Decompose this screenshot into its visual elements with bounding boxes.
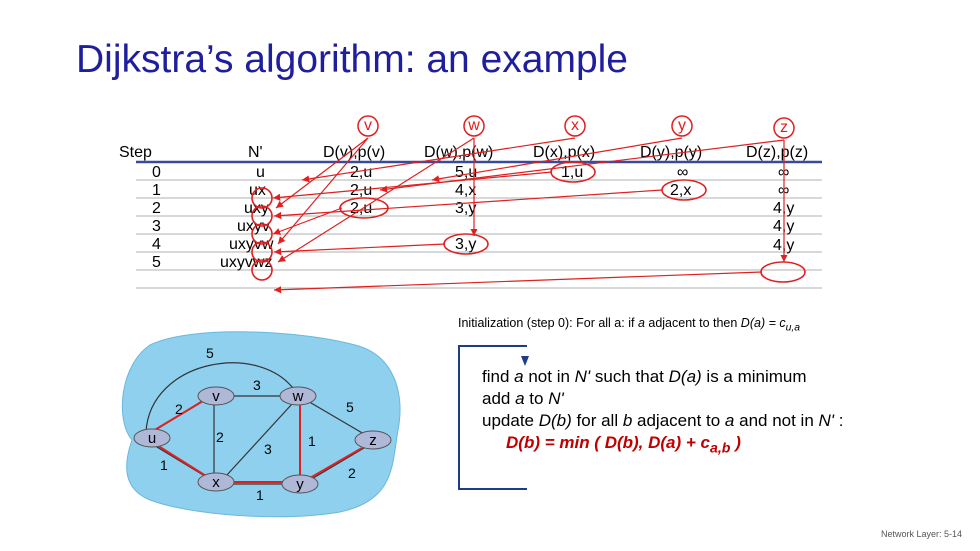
- svg-text:5: 5: [206, 345, 214, 361]
- svg-text:∞: ∞: [677, 164, 688, 181]
- header-dv: D(v),p(v): [323, 144, 385, 161]
- algo-line-update: update D(b) for all b adjacent to a and …: [482, 411, 844, 430]
- svg-text:w: w: [292, 388, 304, 405]
- header-dy: D(y),p(y): [640, 144, 702, 161]
- arrows: [272, 137, 788, 294]
- svg-text:1: 1: [152, 182, 161, 199]
- svg-text:3: 3: [253, 377, 261, 393]
- svg-text:uxyvw: uxyvw: [229, 236, 274, 253]
- edge-costs: 5 2 3 2 3 5 1 1 1 2: [160, 345, 356, 503]
- svg-text:4,x: 4,x: [455, 182, 476, 199]
- svg-text:3,y: 3,y: [455, 236, 476, 253]
- node-z: z: [354, 430, 392, 450]
- svg-text:1: 1: [308, 433, 316, 449]
- svg-text:5: 5: [152, 254, 161, 271]
- page-title: Dijkstra’s algorithm: an example: [76, 38, 628, 81]
- node-v: v: [197, 386, 235, 406]
- svg-text:v: v: [212, 388, 220, 405]
- loop-arrowhead: [521, 356, 529, 366]
- algo-line-find: find a not in N' such that D(a) is a min…: [482, 367, 807, 386]
- svg-text:uxyvwz: uxyvwz: [220, 254, 272, 271]
- svg-text:2,u: 2,u: [350, 164, 372, 181]
- svg-text:y: y: [296, 476, 304, 493]
- svg-text:1: 1: [160, 457, 168, 473]
- algo-line-formula: D(b) = min ( D(b), D(a) + ca,b ): [506, 433, 741, 457]
- node-u: u: [133, 428, 171, 448]
- svg-text:3: 3: [264, 441, 272, 457]
- svg-text:2,u: 2,u: [350, 182, 372, 199]
- algo-line-add: add a to N': [482, 389, 564, 408]
- header-circle-y: y: [671, 115, 693, 137]
- node-w: w: [279, 386, 317, 406]
- header-circle-w: w: [463, 115, 485, 137]
- svg-text:2: 2: [348, 465, 356, 481]
- header-circle-v: v: [357, 115, 379, 137]
- table-row: 5 uxyvwz: [152, 254, 272, 271]
- svg-text:w: w: [467, 117, 480, 134]
- svg-text:2,x: 2,x: [670, 182, 691, 199]
- svg-text:uxyv: uxyv: [237, 218, 270, 235]
- table-row: 3 uxyv 3,y 4,y: [152, 218, 794, 253]
- svg-text:1: 1: [256, 487, 264, 503]
- node-x: x: [197, 472, 235, 492]
- header-dz: D(z),p(z): [746, 144, 808, 161]
- shortest-path: [147, 397, 363, 483]
- node-y: y: [281, 474, 319, 494]
- initialization-text: Initialization (step 0): For all a: if a…: [458, 316, 801, 334]
- svg-text:u: u: [148, 430, 156, 447]
- svg-text:z: z: [369, 432, 377, 449]
- header-nprime: N': [248, 144, 263, 161]
- svg-text:x: x: [571, 117, 579, 134]
- svg-text:5: 5: [346, 399, 354, 415]
- header-dx: D(x),p(x): [533, 144, 595, 161]
- row-lines: [136, 179, 822, 289]
- svg-text:2: 2: [216, 429, 224, 445]
- header-dw: D(w),p(w): [424, 144, 493, 161]
- svg-text:y: y: [678, 117, 686, 134]
- svg-text:2: 2: [152, 200, 161, 217]
- svg-text:u: u: [256, 164, 265, 181]
- svg-text:3,y: 3,y: [455, 200, 476, 217]
- loop-bracket: [458, 345, 527, 490]
- header-circle-x: x: [564, 115, 586, 137]
- footer-page-label: Network Layer: 5-14: [880, 529, 962, 539]
- svg-text:4: 4: [152, 236, 161, 253]
- svg-text:z: z: [780, 119, 788, 136]
- algorithm-box: find a not in N' such that D(a) is a min…: [482, 366, 844, 459]
- svg-text:5,u: 5,u: [455, 164, 477, 181]
- svg-text:x: x: [212, 474, 220, 491]
- header-step: Step: [119, 144, 152, 161]
- svg-text:2: 2: [175, 401, 183, 417]
- header-circle-z: z: [773, 117, 795, 139]
- svg-text:3: 3: [152, 218, 161, 235]
- svg-text:1,u: 1,u: [561, 164, 583, 181]
- svg-text:v: v: [364, 117, 372, 134]
- svg-text:0: 0: [152, 164, 161, 181]
- network-cloud: [121, 331, 401, 518]
